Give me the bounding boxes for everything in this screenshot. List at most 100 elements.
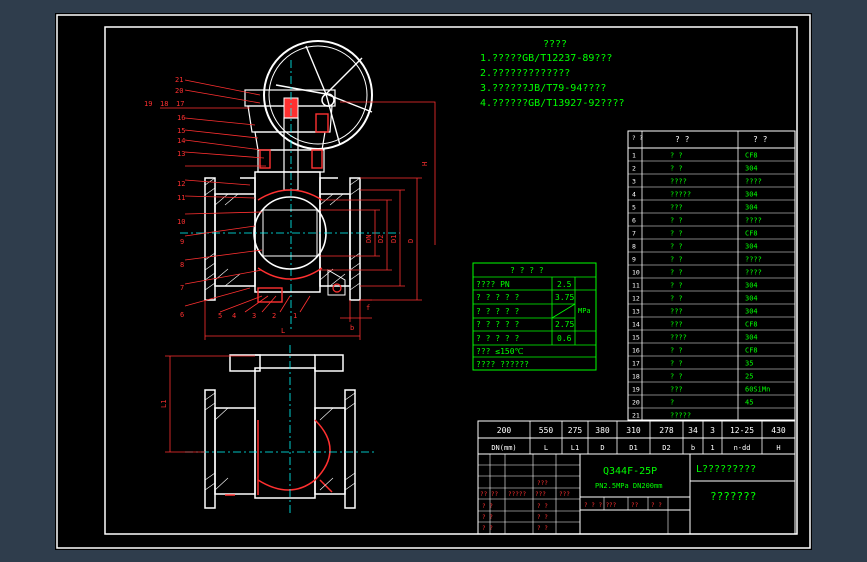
note-3: 3.??????JB/T79-94????: [480, 83, 606, 94]
dimension-table: 200DN(mm)550L275L1380D310D1278D234b3112-…: [477, 420, 796, 455]
parts-row-no: 2: [632, 165, 636, 173]
parts-row-name: ? ?: [670, 217, 683, 225]
leader-num-7: 7: [180, 284, 184, 292]
leader-num-4: 4: [232, 312, 236, 320]
parts-header-material: ? ?: [753, 135, 768, 144]
parts-row-name: ?????: [670, 412, 691, 420]
trunnion: [257, 287, 283, 303]
parts-header-name: ? ?: [675, 135, 690, 144]
notes-title: ????: [543, 39, 567, 50]
parts-row-material: ????: [745, 256, 762, 264]
valve-section-view: 21 20 19 18 17 16 15 14 13 12 11 10 9 8 …: [144, 40, 436, 340]
dim-value: 430: [771, 426, 786, 435]
parts-row-no: 9: [632, 256, 636, 264]
perf-label-5: ? ? ? ? ?: [476, 334, 520, 343]
leader-num-2: 2: [272, 312, 276, 320]
perf-label-2: ? ? ? ? ?: [476, 293, 520, 302]
dim-L1: L1: [160, 400, 168, 408]
perf-label-4: ? ? ? ? ?: [476, 320, 520, 329]
leader-num-10: 10: [177, 218, 185, 226]
parts-row-material: 304: [745, 295, 758, 303]
parts-row-material: 60SiMn: [745, 386, 770, 394]
dim-value: 34: [688, 426, 698, 435]
dim-DN: DN: [365, 235, 373, 243]
tb-mid-4: ? ?: [537, 525, 548, 532]
dimension-columns: 200DN(mm)550L275L1380D310D1278D234b3112-…: [491, 421, 786, 454]
parts-row-material: 304: [745, 243, 758, 251]
tb-mid-2: ? ?: [537, 503, 548, 510]
model-number: Q344F-25P: [603, 466, 657, 477]
leader-num-3: 3: [252, 312, 256, 320]
handwheel-rim: [263, 40, 373, 150]
dim-f: f: [366, 304, 370, 312]
parts-row-name: ? ?: [670, 243, 683, 251]
parts-row-name: ?????: [670, 191, 691, 199]
leader-num-9: 9: [180, 238, 184, 246]
leader-num-8: 8: [180, 261, 184, 269]
note-1: 1.?????GB/T12237-89???: [480, 53, 612, 64]
tb-left-3: ? ?: [482, 525, 493, 532]
leader-num-15: 15: [177, 127, 185, 135]
parts-row-no: 3: [632, 178, 636, 186]
parts-row-material: CF8: [745, 230, 758, 238]
leader-num-17: 17: [176, 100, 184, 108]
perf-title: ? ? ? ?: [510, 266, 544, 275]
leader-num-1: 1: [293, 312, 297, 320]
leader-num-19: 19: [144, 100, 152, 108]
perf-unit: MPa: [578, 307, 591, 315]
leader-num-20: 20: [175, 87, 183, 95]
dim-label: n-dd: [734, 444, 751, 452]
dim-value: 275: [568, 426, 583, 435]
leader-num-12: 12: [177, 180, 185, 188]
parts-row-name: ???: [670, 386, 683, 394]
parts-row-name: ? ?: [670, 295, 683, 303]
parts-row-name: ? ?: [670, 230, 683, 238]
tb-scale-3: ??: [631, 502, 639, 509]
model-spec: PN2.5MPa DN200mm: [595, 482, 662, 490]
parts-row-no: 12: [632, 295, 640, 303]
parts-row-name: ???: [670, 321, 683, 329]
leader-num-21: 21: [175, 76, 183, 84]
perf-temp: ??? ≤150℃: [476, 347, 524, 356]
drain: [327, 269, 346, 296]
dim-value: 380: [595, 426, 610, 435]
dim-label: 1: [710, 444, 714, 452]
drawing-name: ???????: [710, 490, 756, 503]
parts-row-name: ? ?: [670, 360, 683, 368]
drawing-number: L?????????: [696, 464, 756, 475]
inner-border: [104, 26, 798, 535]
perf-value-4: 2.75: [555, 320, 574, 329]
parts-row-material: 304: [745, 191, 758, 199]
parts-row-material: 304: [745, 308, 758, 316]
parts-row-no: 17: [632, 360, 640, 368]
dim-D2: D2: [377, 235, 385, 243]
valve-body: [204, 171, 361, 301]
tb-sub-4: ???: [559, 491, 570, 498]
parts-row-name: ????: [670, 178, 687, 186]
perf-value-5: 0.6: [557, 334, 572, 343]
parts-row-no: 16: [632, 347, 640, 355]
parts-row-material: 304: [745, 334, 758, 342]
parts-row-name: ? ?: [670, 165, 683, 173]
parts-row-no: 7: [632, 230, 636, 238]
parts-row-name: ? ?: [670, 347, 683, 355]
tb-sub-3: ???: [535, 491, 546, 498]
parts-row-name: ? ?: [670, 269, 683, 277]
parts-row-no: 18: [632, 373, 640, 381]
outer-border: [56, 14, 811, 549]
dim-label: b: [691, 444, 695, 452]
bolt-right: [311, 149, 323, 169]
parts-row-no: 21: [632, 412, 640, 420]
dim-label: L: [544, 444, 548, 452]
perf-label-1: ???? PN: [476, 280, 510, 289]
dim-value: 12-25: [730, 426, 754, 435]
drawing-sheet: [55, 13, 812, 550]
leader-num-6: 6: [180, 311, 184, 319]
tb-sub-2: ?????: [508, 491, 526, 498]
perf-label-3: ? ? ? ? ?: [476, 307, 520, 316]
parts-row-no: 6: [632, 217, 636, 225]
seat-bottom: [257, 267, 323, 280]
leader-num-5: 5: [218, 312, 222, 320]
